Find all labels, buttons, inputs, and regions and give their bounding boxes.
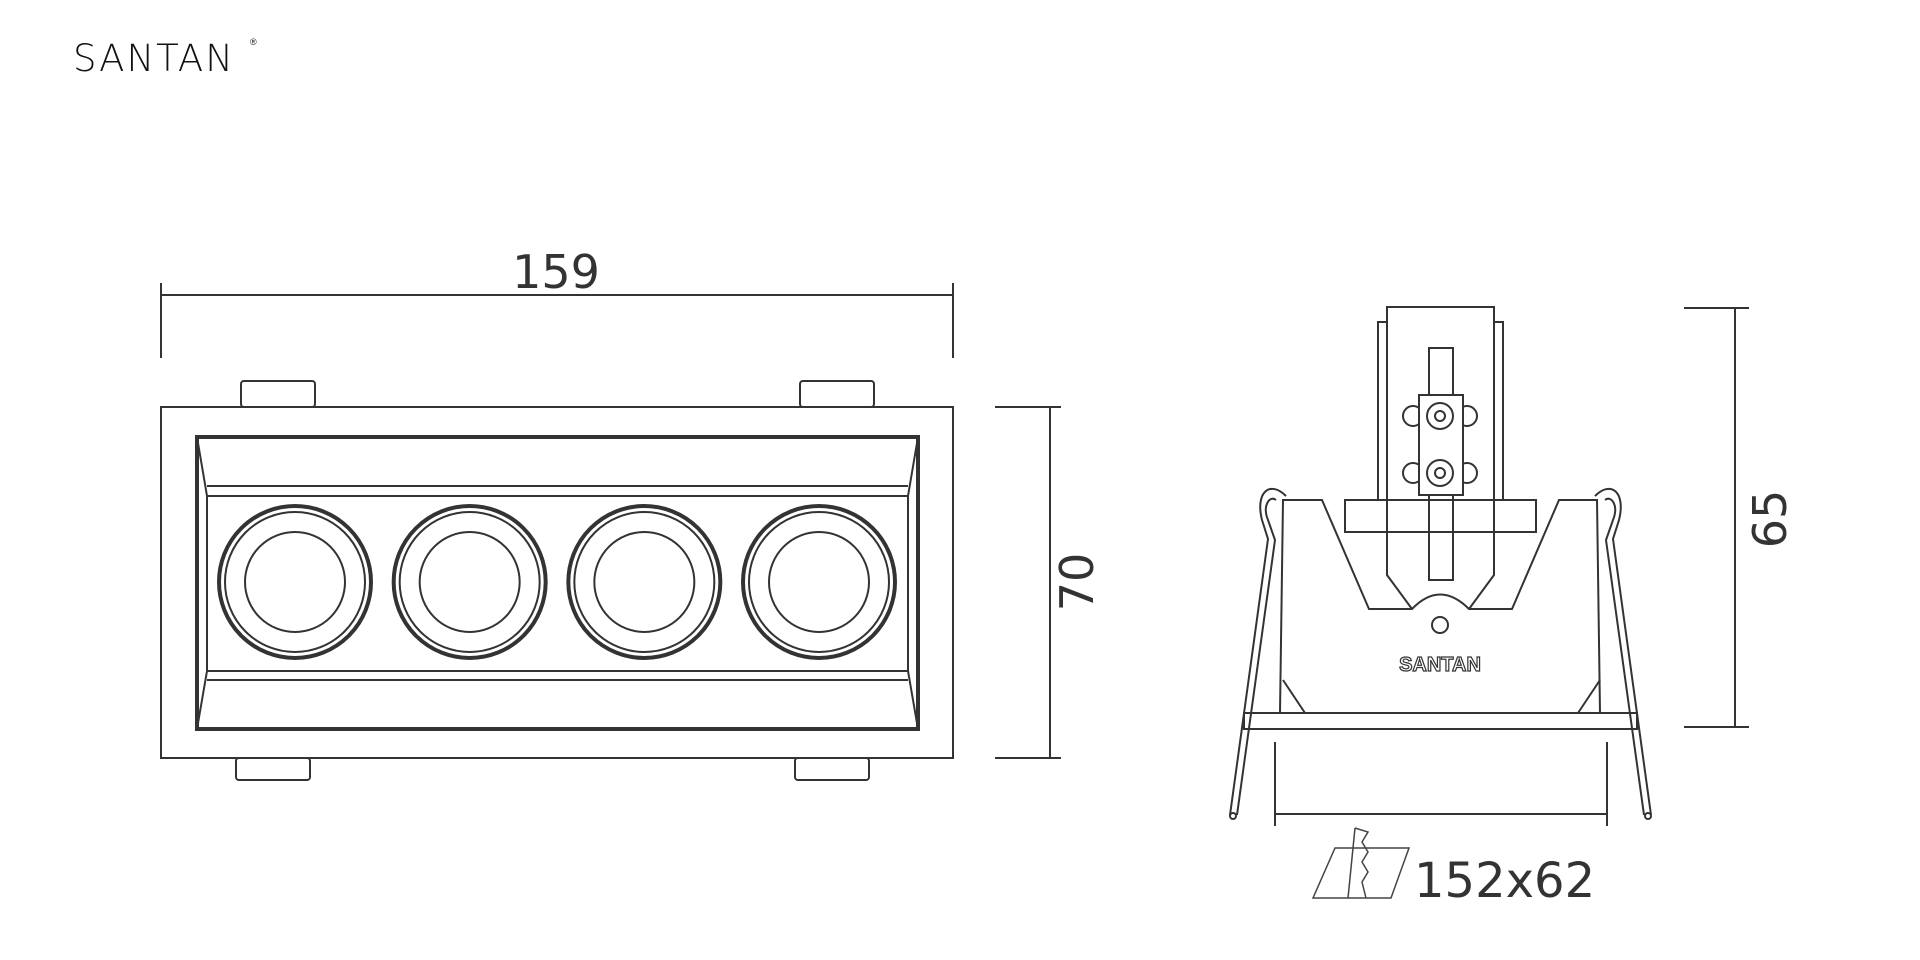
lens: [217, 504, 373, 660]
cutout-label: 152x62: [1414, 853, 1595, 909]
registered-mark: ®: [250, 37, 257, 47]
height-label: 70: [1050, 553, 1104, 612]
side-height-label: 65: [1743, 490, 1797, 549]
width-label: 159: [512, 245, 600, 299]
spring-clip-right: [1594, 487, 1652, 820]
front-view: 159 70: [160, 245, 1104, 781]
lens: [391, 504, 548, 660]
lens-panel: [206, 495, 909, 672]
width-dimension: 159: [160, 245, 954, 358]
inner-bezel: [195, 435, 920, 731]
cutout-dimension: [1274, 742, 1608, 826]
body-brand-mark: SANTAN: [1399, 654, 1481, 676]
terminal-block: [1402, 394, 1478, 496]
lens-group: [217, 504, 897, 660]
spring-clip-left: [1229, 487, 1287, 820]
height-dimension: 70: [995, 406, 1104, 759]
cutout-saw-icon: [1311, 827, 1411, 899]
lens: [741, 504, 897, 660]
flange: [1243, 712, 1638, 730]
santan-logo: SANTAN ®: [73, 37, 257, 80]
housing-body: [1278, 499, 1602, 714]
logo-text: SANTAN: [73, 37, 235, 80]
side-view: SANTAN 152x62 65: [1229, 306, 1797, 909]
driver-column: [1377, 306, 1504, 500]
lens: [566, 504, 723, 660]
outer-frame: [160, 406, 954, 759]
side-height-dimension: 65: [1684, 307, 1797, 728]
mounting-tabs: [235, 380, 875, 781]
